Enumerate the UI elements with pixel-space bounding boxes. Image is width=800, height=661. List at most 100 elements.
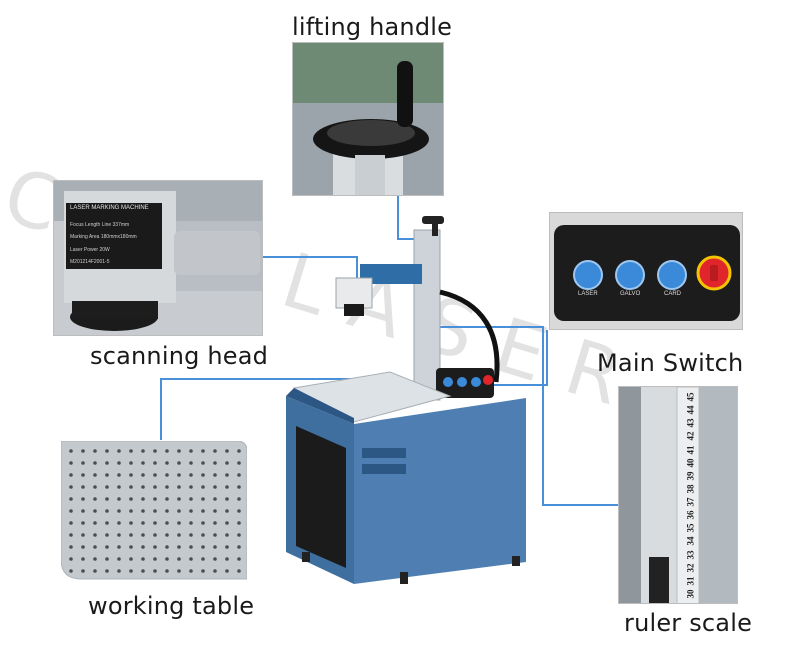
table-hole	[69, 449, 73, 453]
table-hole	[213, 545, 217, 549]
table-hole	[201, 521, 205, 525]
table-hole	[189, 449, 193, 453]
table-hole	[225, 521, 229, 525]
table-hole	[201, 533, 205, 537]
table-hole	[141, 533, 145, 537]
table-hole	[129, 449, 133, 453]
table-hole	[105, 485, 109, 489]
table-hole	[117, 461, 121, 465]
table-hole	[237, 557, 241, 561]
table-hole	[189, 485, 193, 489]
table-hole	[201, 569, 205, 573]
table-hole	[213, 521, 217, 525]
table-hole	[105, 545, 109, 549]
table-hole	[105, 497, 109, 501]
ruler-tick-label: 30	[685, 589, 696, 599]
table-hole	[93, 569, 97, 573]
table-hole	[81, 449, 85, 453]
table-hole	[225, 473, 229, 477]
ruler-tick-label: 35	[685, 523, 696, 533]
table-hole	[117, 473, 121, 477]
machine-illustration	[282, 212, 542, 602]
table-hole	[117, 569, 121, 573]
table-hole	[225, 485, 229, 489]
table-hole	[93, 509, 97, 513]
table-hole	[129, 473, 133, 477]
table-hole	[129, 545, 133, 549]
table-hole	[129, 497, 133, 501]
table-hole	[93, 461, 97, 465]
leader-line-switch-h	[494, 384, 548, 386]
table-hole	[141, 461, 145, 465]
table-hole	[189, 569, 193, 573]
table-hole	[237, 497, 241, 501]
table-hole	[81, 569, 85, 573]
table-hole	[129, 485, 133, 489]
table-hole	[69, 533, 73, 537]
table-hole	[213, 509, 217, 513]
table-hole	[237, 485, 241, 489]
table-hole	[177, 545, 181, 549]
table-hole	[237, 449, 241, 453]
table-hole	[225, 449, 229, 453]
table-hole	[69, 545, 73, 549]
table-hole	[81, 473, 85, 477]
table-hole	[141, 485, 145, 489]
table-hole	[177, 533, 181, 537]
table-hole	[201, 461, 205, 465]
head-plate-title: LASER MARKING MACHINE	[70, 205, 149, 211]
table-hole	[237, 569, 241, 573]
table-hole	[213, 497, 217, 501]
table-hole	[201, 545, 205, 549]
table-hole	[117, 533, 121, 537]
table-hole	[105, 557, 109, 561]
ruler-tick-label: 33	[685, 550, 696, 559]
leader-line-table-h	[160, 378, 360, 380]
table-hole	[117, 545, 121, 549]
table-hole	[81, 521, 85, 525]
leader-line-table-v	[160, 378, 162, 440]
table-hole	[189, 497, 193, 501]
table-hole	[177, 569, 181, 573]
table-hole	[165, 545, 169, 549]
table-hole	[93, 473, 97, 477]
ruler-tick-label: 38	[685, 484, 696, 494]
scanning-head-photo	[53, 180, 263, 336]
table-hole	[153, 473, 157, 477]
table-hole	[189, 509, 193, 513]
table-hole	[105, 521, 109, 525]
table-hole	[129, 521, 133, 525]
table-hole	[225, 545, 229, 549]
table-hole	[129, 557, 133, 561]
table-hole	[81, 485, 85, 489]
table-hole	[105, 473, 109, 477]
table-hole	[213, 461, 217, 465]
table-hole	[201, 509, 205, 513]
table-hole	[177, 485, 181, 489]
table-hole	[141, 509, 145, 513]
ruler-tick-label: 34	[685, 536, 696, 546]
table-hole	[81, 557, 85, 561]
table-hole	[93, 449, 97, 453]
table-hole	[153, 569, 157, 573]
switch-label-galvo: GALVO	[620, 291, 641, 297]
ruler-tick-label: 41	[685, 445, 696, 454]
leader-line-switch-v	[546, 330, 548, 386]
table-hole	[213, 557, 217, 561]
table-hole	[93, 521, 97, 525]
table-hole	[201, 485, 205, 489]
table-hole	[93, 545, 97, 549]
table-hole	[141, 569, 145, 573]
table-hole	[129, 509, 133, 513]
head-plate-line1: Focus Length Line 337mm	[70, 222, 130, 228]
table-hole	[165, 461, 169, 465]
table-hole	[93, 497, 97, 501]
table-hole	[93, 557, 97, 561]
table-hole	[129, 569, 133, 573]
table-hole	[141, 449, 145, 453]
leader-line-head	[262, 256, 358, 258]
table-hole	[177, 509, 181, 513]
table-hole	[117, 485, 121, 489]
table-hole	[105, 461, 109, 465]
table-hole	[69, 461, 73, 465]
